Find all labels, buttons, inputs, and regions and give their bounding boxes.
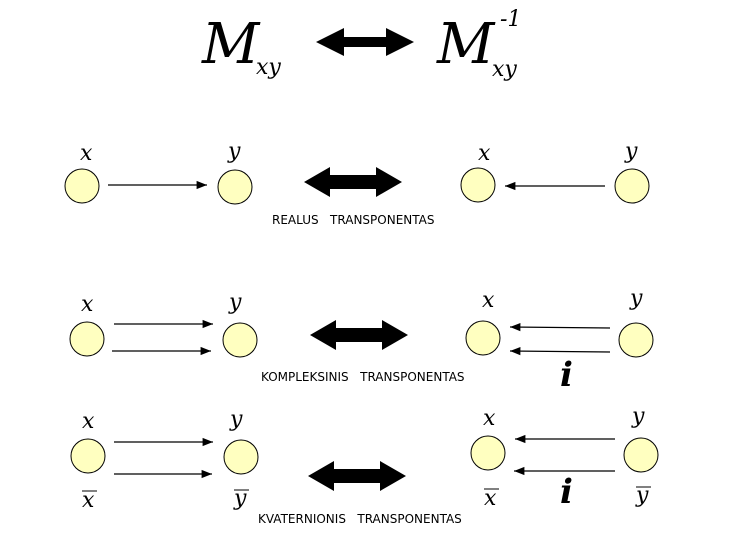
row3-left-x-label: x bbox=[82, 409, 95, 434]
row3-right-node-x bbox=[470, 435, 506, 471]
row3-left-y-label: y bbox=[229, 407, 243, 432]
row2-right-node-x bbox=[465, 320, 501, 356]
row1-right-node-x bbox=[460, 167, 496, 203]
row3-right-x-label: x bbox=[483, 406, 496, 431]
row3-i-label: i bbox=[560, 472, 573, 512]
row3-left-node-y bbox=[223, 439, 259, 475]
row3-left-node-x bbox=[70, 438, 106, 474]
row3-left-y-bar-label: y bbox=[233, 486, 247, 511]
header-left-subscript: xy bbox=[256, 55, 281, 80]
header-right-symbol: M bbox=[436, 12, 496, 77]
row1-caption: REALUS TRANSPONENTAS bbox=[272, 213, 435, 227]
row2-left-node-x bbox=[69, 321, 105, 357]
row2-right-arrow-top bbox=[509, 322, 611, 332]
row2-right-y-label: y bbox=[629, 286, 643, 311]
row2-double-arrow bbox=[310, 320, 408, 350]
row-kompleksinis: x y x y i KOMPLEKSINIS TRANSPONENTAS bbox=[69, 286, 654, 395]
row2-right-node-y bbox=[618, 322, 654, 358]
header-right-superscript: -1 bbox=[500, 7, 521, 32]
header-left-symbol: M bbox=[201, 12, 261, 77]
row1-right-node-y bbox=[614, 168, 650, 204]
row2-left-node-y bbox=[222, 322, 258, 358]
row3-double-arrow bbox=[308, 461, 406, 491]
row3-caption: KVATERNIONIS TRANSPONENTAS bbox=[258, 512, 462, 526]
row1-right-y-label: y bbox=[624, 139, 638, 164]
row2-right-arrow-bottom bbox=[509, 346, 611, 356]
header-equation: M xy M xy -1 bbox=[201, 7, 521, 82]
row2-caption: KOMPLEKSINIS TRANSPONENTAS bbox=[261, 370, 465, 384]
row3-right-x-bar-label: x bbox=[484, 486, 497, 511]
header-right-subscript: xy bbox=[492, 57, 517, 82]
row1-left-y-label: y bbox=[227, 139, 241, 164]
row-realus: x y x y REALUS TRANSPONENTAS bbox=[64, 139, 650, 227]
row2-left-x-label: x bbox=[81, 292, 94, 317]
row2-right-x-label: x bbox=[482, 288, 495, 313]
row1-left-node-y bbox=[217, 169, 253, 205]
row1-left-node-x bbox=[64, 168, 100, 204]
row-kvaternionis: x y x y x y i x y KVATERNIONIS TRANSPONE… bbox=[70, 404, 659, 526]
row1-double-arrow bbox=[304, 167, 402, 197]
row2-i-label: i bbox=[560, 355, 573, 395]
row2-left-y-label: y bbox=[228, 290, 242, 315]
row3-left-x-bar-label: x bbox=[82, 488, 95, 513]
row1-left-x-label: x bbox=[80, 141, 93, 166]
row3-right-node-y bbox=[623, 437, 659, 473]
row3-right-y-bar-label: y bbox=[635, 483, 649, 508]
header-double-arrow bbox=[316, 28, 414, 56]
row3-right-y-label: y bbox=[631, 404, 645, 429]
row1-right-x-label: x bbox=[478, 141, 491, 166]
